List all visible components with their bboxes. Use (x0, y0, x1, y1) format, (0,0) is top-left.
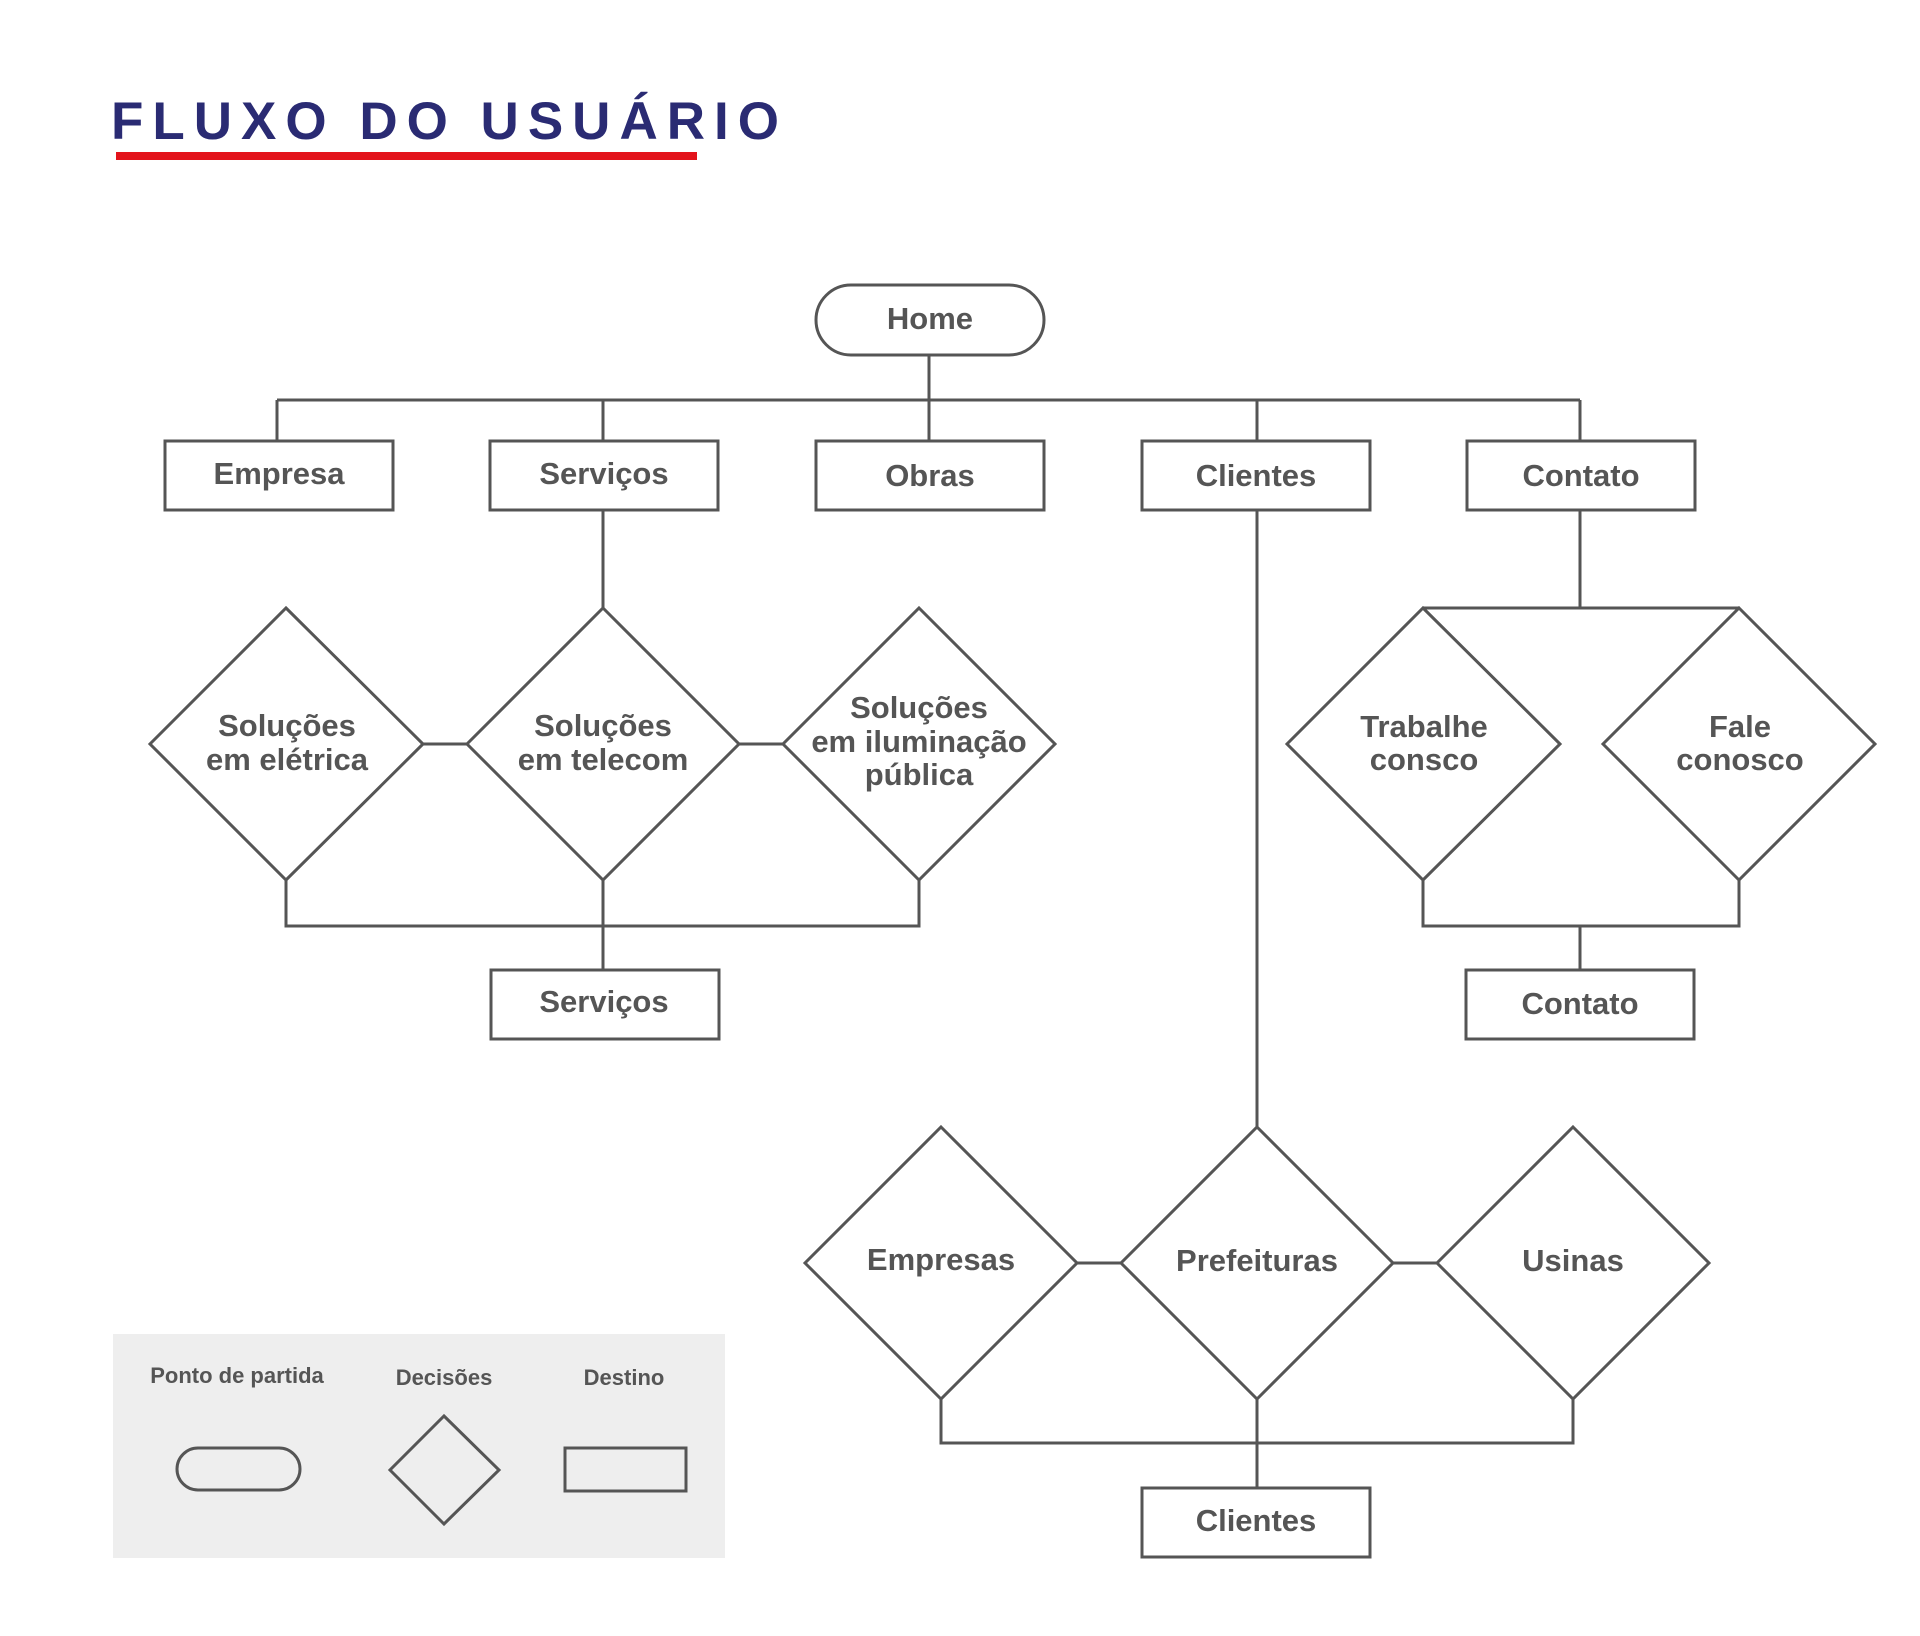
decision-diamond (802, 1124, 1080, 1402)
contato-destino-node[interactable]: Contato (1464, 968, 1696, 1041)
legend: Ponto de partida Decisões Destino (113, 1334, 725, 1558)
decision-label-line-2: em elétrica (206, 742, 369, 777)
servicos-destino-box (489, 968, 721, 1041)
empresa-node[interactable]: Empresa (163, 439, 395, 512)
decision-prefeituras[interactable]: Prefeituras (1118, 1124, 1396, 1402)
decision-diamond (1118, 1124, 1396, 1402)
decision-solucoes-iluminacao[interactable]: Soluções em iluminação pública (780, 605, 1058, 883)
decision-label-line-3: pública (865, 757, 974, 792)
decision-label-line-1: Soluções (218, 708, 356, 743)
empresa-label: Empresa (214, 456, 346, 491)
clientes-box (1140, 439, 1372, 512)
contato-label: Contato (1522, 458, 1639, 493)
home-label: Home (887, 301, 973, 336)
decision-diamond (1434, 1124, 1712, 1402)
decision-label-line-1: Fale (1709, 709, 1771, 744)
decision-label-line-1: Soluções (534, 708, 672, 743)
clientes-destino-label: Clientes (1196, 1503, 1317, 1538)
connectors (275, 355, 1741, 1488)
obras-label: Obras (885, 458, 975, 493)
decision-label-line-2: consco (1370, 742, 1479, 777)
clientes-label: Clientes (1196, 458, 1317, 493)
decision-diamond (1600, 605, 1878, 883)
servicos-label: Serviços (539, 456, 668, 491)
contato-box (1465, 439, 1697, 512)
legend-destination-shape (563, 1446, 688, 1493)
decision-label-line-1: Soluções (850, 690, 988, 725)
empresa-box (163, 439, 395, 512)
decision-label-line-2: em iluminação (811, 724, 1026, 759)
decision-label: Prefeituras (1176, 1243, 1338, 1278)
servicos-destino-node[interactable]: Serviços (489, 968, 721, 1041)
decision-diamond (780, 605, 1058, 883)
decision-usinas[interactable]: Usinas (1434, 1124, 1712, 1402)
title-underline (116, 152, 697, 160)
contato-destino-box (1464, 968, 1696, 1041)
legend-background (113, 1334, 725, 1558)
decision-label: Empresas (867, 1242, 1015, 1277)
servicos-node[interactable]: Serviços (488, 439, 720, 512)
clientes-destino-box (1140, 1486, 1372, 1559)
obras-node[interactable]: Obras (814, 439, 1046, 512)
decision-solucoes-telecom[interactable]: Soluções em telecom (464, 605, 742, 883)
contato-node[interactable]: Contato (1465, 439, 1697, 512)
home-node[interactable]: Home (814, 283, 1046, 357)
servicos-destino-label: Serviços (539, 984, 668, 1019)
legend-decision-label: Decisões (396, 1365, 493, 1390)
obras-box (814, 439, 1046, 512)
clientes-node[interactable]: Clientes (1140, 439, 1372, 512)
legend-destination-label: Destino (584, 1365, 665, 1390)
decision-label-line-2: conosco (1676, 742, 1803, 777)
decision-diamond (1284, 605, 1563, 883)
servicos-box (488, 439, 720, 512)
legend-decision-shape (387, 1413, 502, 1527)
legend-start-label: Ponto de partida (150, 1363, 324, 1388)
contato-destino-label: Contato (1521, 986, 1638, 1021)
legend-start-shape (175, 1446, 302, 1492)
decision-label-line-1: Trabalhe (1360, 709, 1488, 744)
decision-trabalhe-consco[interactable]: Trabalhe consco (1284, 605, 1563, 883)
decision-solucoes-eletrica[interactable]: Soluções em elétrica (147, 605, 426, 883)
decision-diamond (147, 605, 426, 883)
clientes-destino-node[interactable]: Clientes (1140, 1486, 1372, 1559)
decision-label: Usinas (1522, 1243, 1624, 1278)
decision-label-line-2: em telecom (518, 742, 689, 777)
edge-contato-merge (1421, 880, 1741, 928)
decision-diamond (464, 605, 742, 883)
page-title: FLUXO DO USUÁRIO (111, 92, 788, 151)
decision-fale-conosco[interactable]: Fale conosco (1600, 605, 1878, 883)
decision-empresas[interactable]: Empresas (802, 1124, 1080, 1402)
home-pill (814, 283, 1046, 357)
